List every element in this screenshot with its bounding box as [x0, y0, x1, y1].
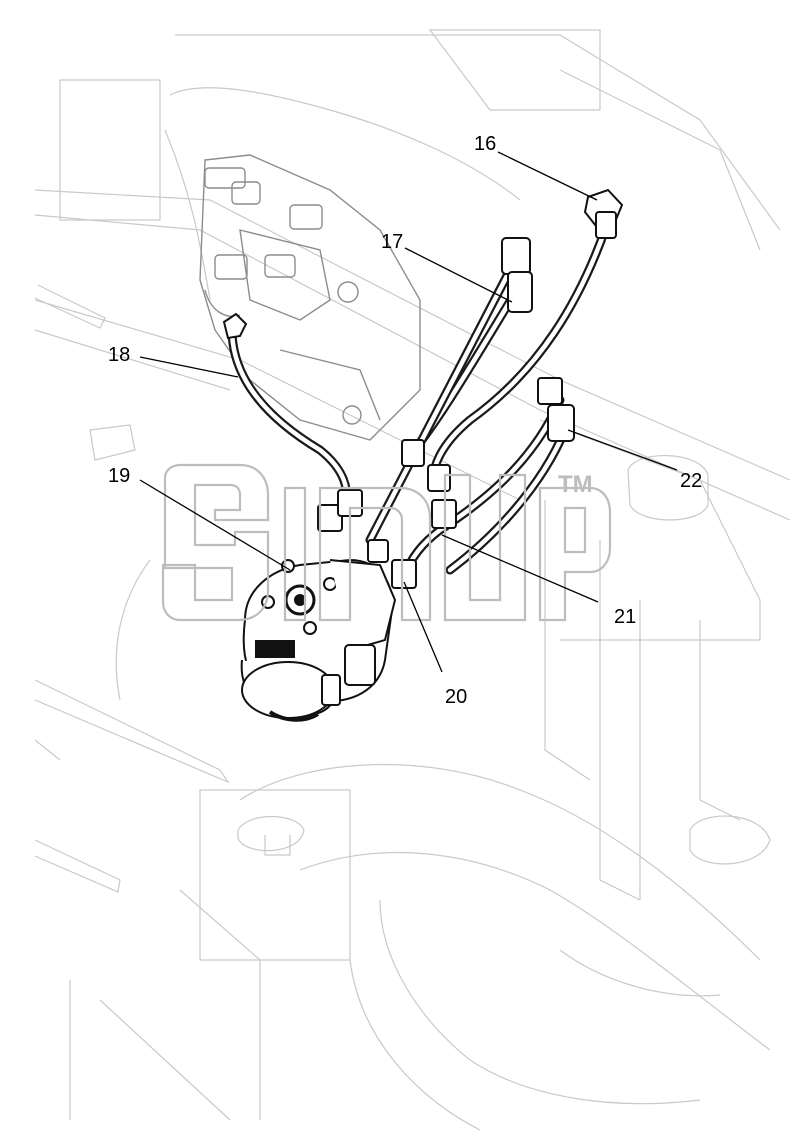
- callout-19: 19: [108, 465, 130, 487]
- callout-20: 20: [445, 686, 467, 708]
- hose-fittings: [222, 188, 624, 589]
- leader-18: [139, 356, 239, 378]
- callout-labels: 16 17 18 19 20 21 22: [108, 133, 702, 708]
- leader-21: [441, 534, 599, 603]
- leader-lines: [139, 151, 678, 673]
- leader-16: [497, 151, 598, 201]
- callout-17: 17: [381, 231, 403, 253]
- callout-22: 22: [680, 470, 702, 492]
- leader-20: [403, 581, 443, 673]
- watermark-logo: TM: [161, 463, 612, 622]
- callout-16: 16: [474, 133, 496, 155]
- leader-17: [404, 247, 513, 303]
- leader-22: [567, 429, 678, 471]
- steering-unit: [240, 558, 397, 722]
- leader-19: [139, 479, 291, 571]
- callout-18: 18: [108, 344, 130, 366]
- valve-block: [199, 154, 421, 441]
- trademark-label: TM: [558, 471, 593, 498]
- callout-21: 21: [614, 606, 636, 628]
